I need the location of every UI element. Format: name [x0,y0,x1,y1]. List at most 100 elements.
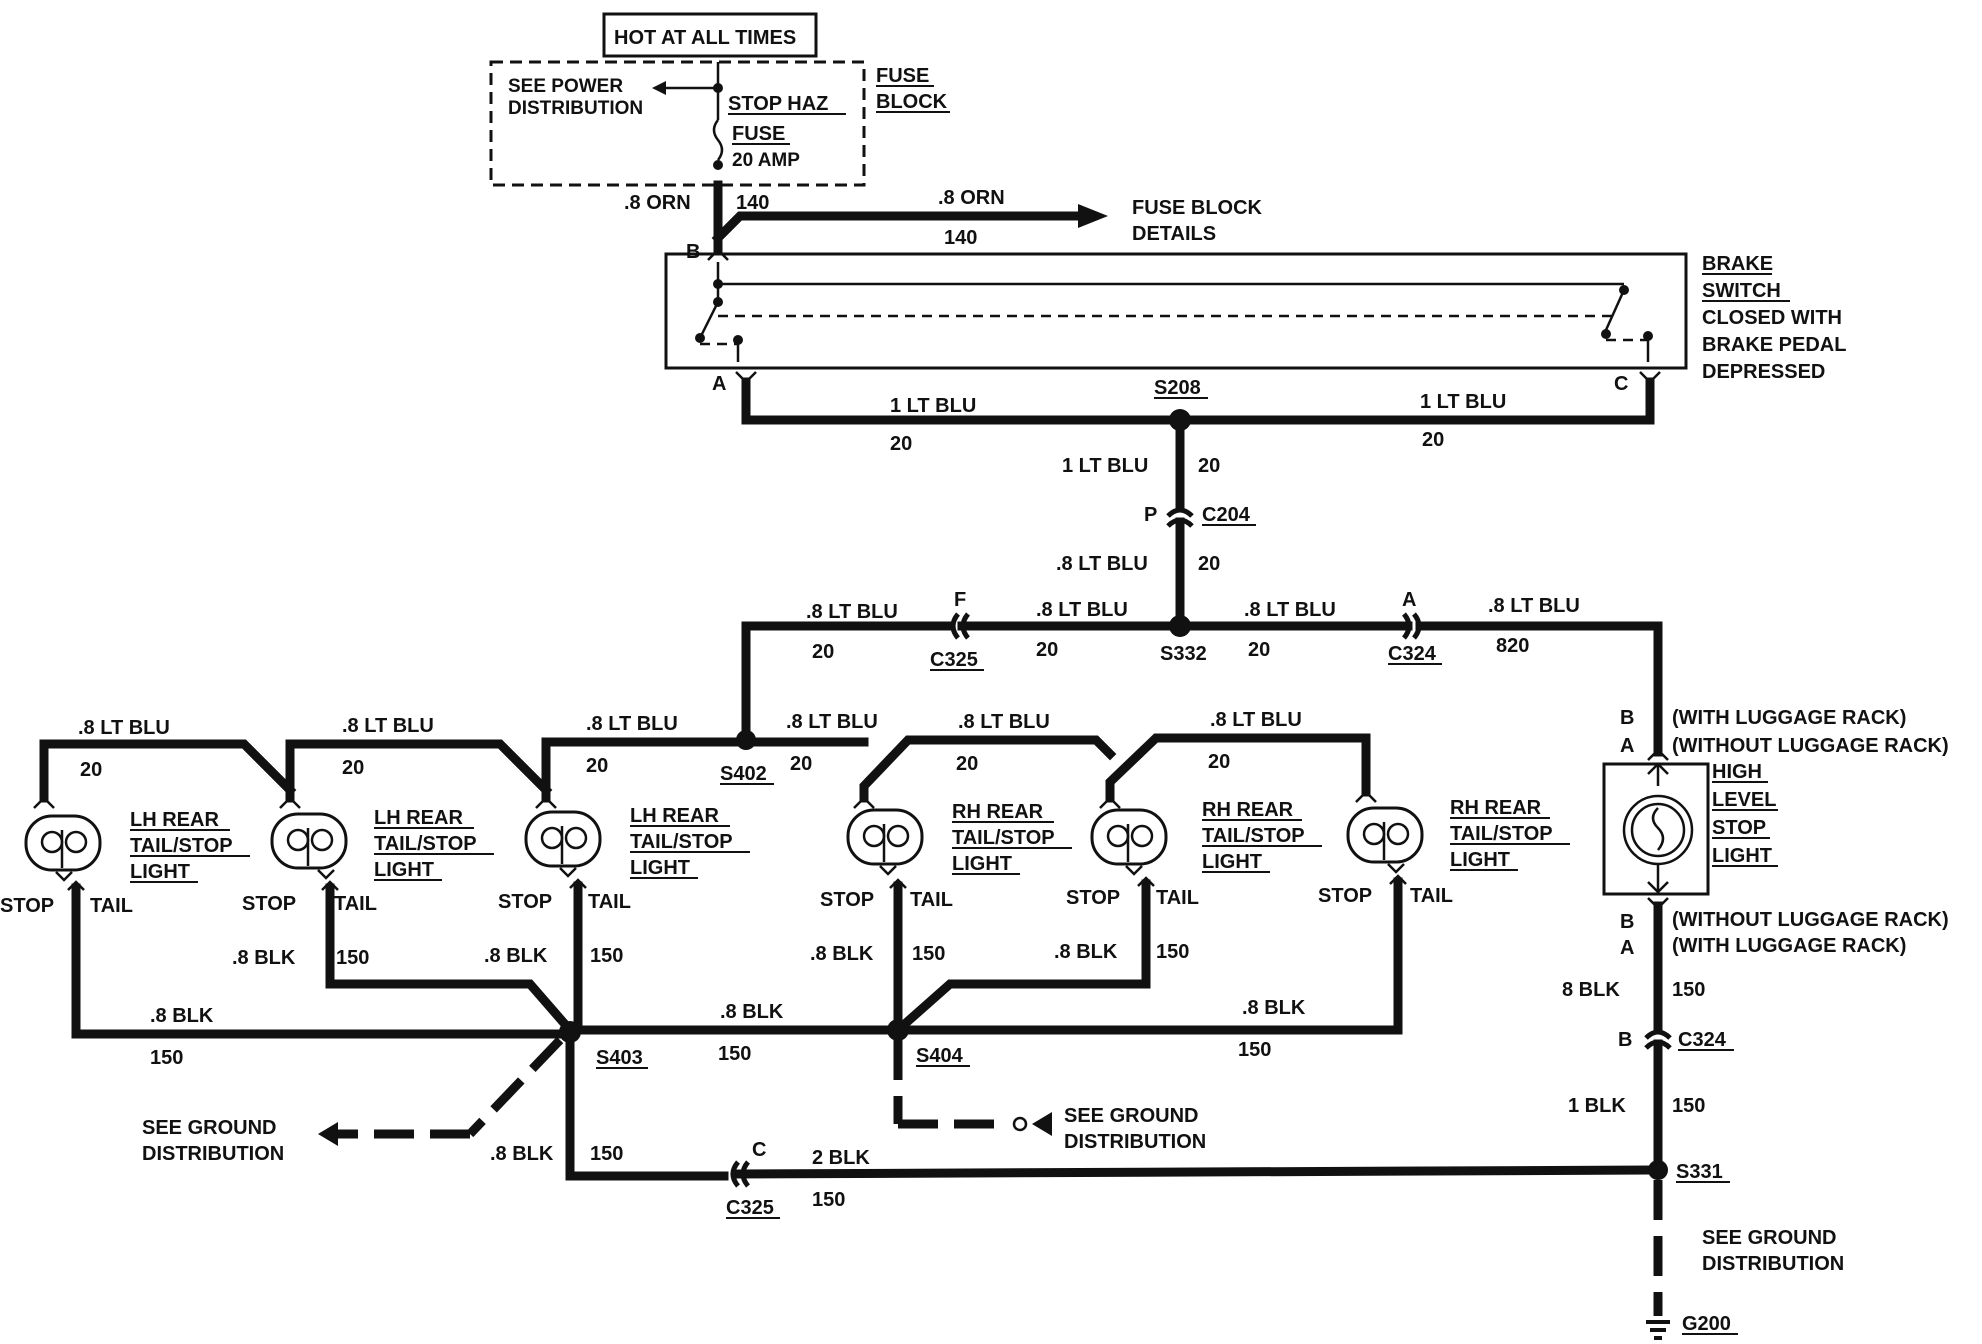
left-output-circuit-label: 20 [890,433,912,455]
high-level-ground-wire2: 1 BLK [1568,1095,1626,1117]
ground-g200-icon [1646,1320,1670,1340]
connector-c324-top-pin: A [1402,589,1416,611]
bus-seg6-circuit: 20 [1208,751,1230,773]
ground-g200-label: G200 [1682,1313,1731,1335]
branch-wire-label: .8 ORN [938,187,1005,209]
splice-s331 [1648,1160,1668,1180]
connector-c325-bottom-label: C325 [726,1197,774,1219]
lamp-lh-2: LH REAR TAIL/STOP LIGHT STOP TAIL [242,796,494,915]
lamp-rh-1: RH REAR TAIL/STOP LIGHT STOP TAIL [820,796,1072,911]
lamp-lh-1-line2: TAIL/STOP [130,835,233,857]
splice-s402-label: S402 [720,763,767,785]
lamp-bulb-icon [1346,806,1424,864]
trunk-upper-circuit-label: 20 [1198,455,1220,477]
lamp-rh-2-line3: LIGHT [1202,851,1262,873]
brake-switch-label-line4: BRAKE PEDAL [1702,334,1846,356]
lamp-rh-2-line1: RH REAR [1202,799,1294,821]
high-level-ground-circuit2: 150 [1672,1095,1705,1117]
bus-seg4-wire: .8 LT BLU [786,711,878,733]
lamp-rh-3-tail: TAIL [1410,885,1453,907]
high-level-top-pin-a: A [1620,735,1634,757]
fuse-block-details-arrow-icon [1078,204,1108,228]
brake-switch-label-line1: BRAKE [1702,253,1773,275]
bus-seg2-wire: .8 LT BLU [342,715,434,737]
bus-seg4-circuit: 20 [790,753,812,775]
brake-switch-pin-c: C [1614,373,1628,395]
lamp6-ground-circuit: 150 [1238,1039,1271,1061]
right-far-wire-label: .8 LT BLU [1488,595,1580,617]
connector-c324-bottom-label: C324 [1678,1029,1727,1051]
see-power-distribution-line1: SEE POWER [508,76,623,97]
lamp-bulb-icon [524,810,602,868]
lamp4-ground-wire: .8 BLK [810,943,874,965]
see-power-arrow-icon [652,81,666,95]
lamp-lh-3-stop: STOP [498,891,552,913]
hot-at-all-times-box: HOT AT ALL TIMES [602,12,818,58]
ground-s403: S403 .8 BLK 150 .8 BLK 150 .8 BLK 150 SE… [67,878,901,1181]
lamp-lh-3-tail: TAIL [588,891,631,913]
fuse-name-line1: STOP HAZ [728,93,828,115]
high-level-top-pin-b-note: (WITH LUGGAGE RACK) [1672,707,1906,729]
lamp-rh-3-line3: LIGHT [1450,849,1510,871]
trunk-wire: 1 LT BLU 20 P C204 .8 LT BLU 20 [1056,415,1256,631]
lamp-lh-2-tail: TAIL [334,893,377,915]
fuse-block-details-line2: DETAILS [1132,223,1216,245]
high-level-line2: LEVEL [1712,789,1776,811]
see-ground-left-line1: SEE GROUND [142,1117,276,1139]
lamp2-ground-wire: .8 BLK [232,947,296,969]
lamp-rh-1-line3: LIGHT [952,853,1012,875]
lamp-lh-2-line3: LIGHT [374,859,434,881]
bus-seg3-wire: .8 LT BLU [586,713,678,735]
lamp-lh-1: LH REAR TAIL/STOP LIGHT STOP TAIL [0,796,250,917]
bus-seg3-circuit: 20 [586,755,608,777]
brake-switch: B BRAKE SWITCH CLOSED WITH BRAKE PEDAL D… [664,241,1846,383]
high-level-line4: LIGHT [1712,845,1772,867]
high-level-line3: STOP [1712,817,1766,839]
lamp1-ground-circuit: 150 [150,1047,183,1069]
right-output-wire-label: 1 LT BLU [1420,391,1506,413]
see-ground-high-line1: SEE GROUND [1702,1227,1836,1249]
brake-switch-pin-a: A [712,373,726,395]
lamp6-ground-wire: .8 BLK [1242,997,1306,1019]
left-far-circuit-label: 20 [812,641,834,663]
lamp3-ground-wire: .8 BLK [484,945,548,967]
left-near-circuit-label: 20 [1036,639,1058,661]
right-near-wire-label: .8 LT BLU [1244,599,1336,621]
connector-c204-pin: P [1144,504,1157,526]
see-ground-right-line2: DISTRIBUTION [1064,1131,1206,1153]
lamp-lh-1-line3: LIGHT [130,861,190,883]
bus-seg5-wire: .8 LT BLU [958,711,1050,733]
splice-s404 [887,1019,909,1041]
bus-seg1-circuit: 20 [80,759,102,781]
fuse-block-details-line1: FUSE BLOCK [1132,197,1263,219]
high-level-ground-wire: 8 BLK [1562,979,1620,1001]
lamp-bulb-icon [24,814,102,872]
lamp4-ground-circuit: 150 [912,943,945,965]
connector-c324-top-label: C324 [1388,643,1437,665]
connector-c204-icon [1166,507,1194,518]
high-level-stop-light: B (WITH LUGGAGE RACK) A (WITHOUT LUGGAGE… [1562,707,1949,1340]
lamp-bulb-icon [270,812,348,870]
splice-s402 [736,730,756,750]
lamp-rh-1-tail: TAIL [910,889,953,911]
connector-c325-bottom-icon [730,1160,741,1188]
feed-wire: .8 ORN 140 .8 ORN 140 FUSE BLOCK DETAILS [624,180,1263,255]
bottom-return-c325: C C325 2 BLK 150 [726,1139,1663,1219]
feed-wire-label: .8 ORN [624,192,691,214]
fuse-name-line2: FUSE [732,123,785,145]
hot-at-all-times-label: HOT AT ALL TIMES [614,27,796,49]
high-level-bottom-pin-b-note: (WITHOUT LUGGAGE RACK) [1672,909,1949,931]
brake-switch-label-line3: CLOSED WITH [1702,307,1842,329]
connector-c325-top-icon [950,612,961,640]
feed-circuit-label: 140 [736,192,769,214]
s403-down-wire: .8 BLK [490,1143,554,1165]
s403-s404-link-circuit: 150 [718,1043,751,1065]
s403-down-circuit: 150 [590,1143,623,1165]
lamp-rh-2: RH REAR TAIL/STOP LIGHT STOP TAIL [1066,796,1322,909]
brake-switch-pin-b: B [686,241,700,263]
s403-s404-link-wire: .8 BLK [720,1001,784,1023]
lamp-rh-1-line1: RH REAR [952,801,1044,823]
lamp-lh-3-line3: LIGHT [630,857,690,879]
fuse-block-label-line1: FUSE [876,65,929,87]
ground-s404: S404 .8 BLK 150 .8 BLK 150 .8 BLK 150 .8… [718,874,1407,1153]
